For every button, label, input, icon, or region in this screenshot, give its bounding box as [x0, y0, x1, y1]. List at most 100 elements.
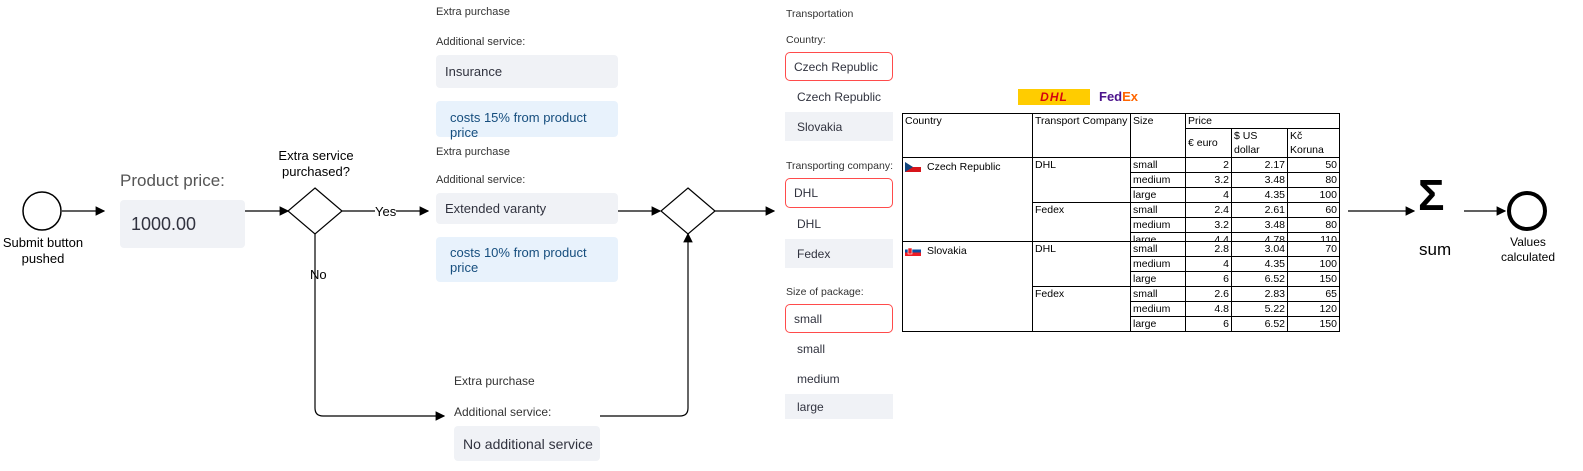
- usd-cell: 3.04: [1231, 241, 1288, 257]
- header-eur: € euro: [1185, 128, 1232, 158]
- header-size: Size: [1130, 113, 1186, 158]
- extra-purchase-heading: Extra purchase: [454, 374, 535, 388]
- fedex-logo-fed: Fed: [1099, 89, 1123, 104]
- extra-purchase-heading: Extra purchase: [436, 146, 510, 158]
- usd-cell: 6.52: [1231, 271, 1288, 287]
- size-option[interactable]: large: [785, 394, 893, 419]
- info-varanty-cost: costs 10% from product price: [436, 237, 618, 282]
- start-event-label: Submit button pushed: [2, 235, 84, 266]
- size-option[interactable]: small: [797, 342, 826, 356]
- header-company: Transport Company: [1032, 113, 1131, 158]
- usd-cell: 3.48: [1231, 217, 1288, 233]
- company-cell: Fedex: [1032, 286, 1131, 332]
- size-cell: medium: [1130, 172, 1186, 188]
- product-price-input[interactable]: 1000.00: [120, 200, 245, 248]
- size-of-package-label: Size of package:: [786, 286, 864, 298]
- czk-cell: 100: [1287, 256, 1340, 272]
- czk-cell: 100: [1287, 187, 1340, 203]
- usd-cell: 4.35: [1231, 256, 1288, 272]
- header-country: Country: [902, 113, 1033, 158]
- czk-cell: 65: [1287, 286, 1340, 302]
- transportation-heading: Transportation: [786, 8, 854, 20]
- end-event-label: Values calculated: [1500, 235, 1556, 264]
- company-cell: DHL: [1032, 157, 1131, 203]
- size-cell: large: [1130, 271, 1186, 287]
- czk-cell: 80: [1287, 172, 1340, 188]
- size-cell: medium: [1130, 217, 1186, 233]
- usd-cell: 6.52: [1231, 316, 1288, 332]
- company-option[interactable]: Fedex: [785, 239, 893, 268]
- eur-cell: 6: [1185, 316, 1232, 332]
- size-option[interactable]: medium: [797, 371, 840, 386]
- company-cell: Fedex: [1032, 202, 1131, 248]
- usd-cell: 3.48: [1231, 172, 1288, 188]
- exclusive-gateway-merge: [660, 187, 716, 235]
- eur-cell: 4.8: [1185, 301, 1232, 317]
- sum-icon: Σ: [1418, 171, 1445, 220]
- eur-cell: 4: [1185, 256, 1232, 272]
- eur-cell: 4: [1185, 187, 1232, 203]
- size-cell: medium: [1130, 301, 1186, 317]
- start-event: [22, 191, 62, 231]
- additional-service-select-varanty[interactable]: Extended varanty: [436, 193, 618, 224]
- info-insurance-cost: costs 15% from product price: [436, 101, 618, 140]
- country-option[interactable]: Slovakia: [785, 112, 893, 141]
- country-name: Slovakia: [927, 245, 967, 257]
- header-czk: Kč Koruna: [1287, 128, 1340, 158]
- czk-cell: 50: [1287, 157, 1340, 173]
- end-event: [1507, 191, 1547, 231]
- size-cell: small: [1130, 241, 1186, 257]
- size-cell: small: [1130, 286, 1186, 302]
- additional-service-select-insurance[interactable]: Insurance: [436, 55, 618, 88]
- eur-cell: 2.6: [1185, 286, 1232, 302]
- country-cell: Slovakia: [902, 241, 1033, 332]
- country-select[interactable]: Czech Republic: [785, 52, 893, 81]
- czk-cell: 150: [1287, 316, 1340, 332]
- transporting-company-label: Transporting company:: [786, 160, 893, 172]
- size-select[interactable]: small: [785, 304, 893, 333]
- fedex-logo: FedEx: [1099, 89, 1138, 104]
- country-option[interactable]: Czech Republic: [797, 90, 882, 104]
- product-price-title: Product price:: [120, 171, 225, 190]
- eur-cell: 6: [1185, 271, 1232, 287]
- czk-cell: 60: [1287, 202, 1340, 218]
- gateway-question: Extra service purchased?: [278, 148, 354, 179]
- dhl-logo-text: DHL: [1040, 90, 1068, 104]
- additional-service-label: Additional service:: [436, 36, 526, 48]
- header-price: Price: [1185, 113, 1340, 129]
- additional-service-select-none[interactable]: No additional service: [454, 426, 600, 461]
- size-cell: small: [1130, 157, 1186, 173]
- additional-service-label: Additional service:: [436, 174, 526, 186]
- exclusive-gateway-split: [287, 187, 343, 235]
- edge-no: [314, 234, 446, 421]
- company-cell: DHL: [1032, 241, 1131, 287]
- fedex-logo-ex: Ex: [1122, 89, 1139, 104]
- czech-flag-icon: [905, 162, 921, 173]
- country-cell: Czech Republic: [902, 157, 1033, 248]
- czk-cell: 70: [1287, 241, 1340, 257]
- size-cell: medium: [1130, 256, 1186, 272]
- company-select[interactable]: DHL: [785, 178, 893, 208]
- company-option[interactable]: DHL: [797, 217, 822, 231]
- usd-cell: 2.83: [1231, 286, 1288, 302]
- czk-cell: 80: [1287, 217, 1340, 233]
- dhl-logo: DHL: [1018, 89, 1090, 105]
- country-label: Country:: [786, 34, 826, 46]
- eur-cell: 2.8: [1185, 241, 1232, 257]
- extra-purchase-heading: Extra purchase: [436, 6, 510, 18]
- eur-cell: 3.2: [1185, 217, 1232, 233]
- eur-cell: 2: [1185, 157, 1232, 173]
- eur-cell: 3.2: [1185, 172, 1232, 188]
- slovakia-flag-icon: [905, 246, 921, 257]
- usd-cell: 2.61: [1231, 202, 1288, 218]
- usd-cell: 5.22: [1231, 301, 1288, 317]
- czk-cell: 120: [1287, 301, 1340, 317]
- size-cell: large: [1130, 316, 1186, 332]
- country-name: Czech Republic: [927, 161, 1001, 173]
